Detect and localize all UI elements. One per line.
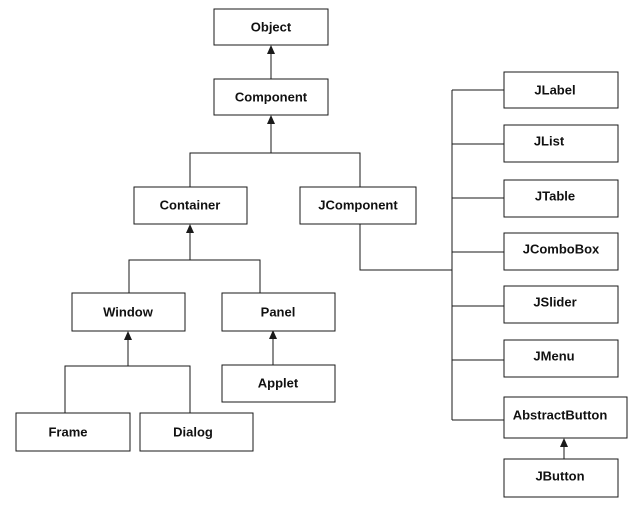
node-jbutton-label: JButton <box>535 469 584 484</box>
node-jcomponent-label: JComponent <box>318 198 398 213</box>
node-jlabel-label: JLabel <box>534 83 575 98</box>
node-panel: Panel <box>221 292 336 332</box>
node-component: Component <box>213 78 329 116</box>
node-jslider: JSlider <box>503 285 619 324</box>
node-frame: Frame <box>15 412 131 452</box>
node-abstractbutton: AbstractButton <box>503 396 628 439</box>
arrow-to-container <box>186 224 194 233</box>
edge-container-component <box>189 152 271 187</box>
node-object-label: Object <box>251 20 292 35</box>
node-abstractbutton-label: AbstractButton <box>513 408 608 423</box>
connectors <box>64 45 568 459</box>
node-jbutton: JButton <box>503 458 619 498</box>
arrow-to-window <box>124 331 132 340</box>
edge-jcomponent-bus <box>359 224 452 271</box>
edge-jcomponent-component <box>271 152 361 187</box>
arrow-to-object <box>267 45 275 54</box>
node-jcombobox-label: JComboBox <box>523 242 600 257</box>
node-window: Window <box>71 292 186 332</box>
node-jmenu-label: JMenu <box>533 349 574 364</box>
edge-frame-window <box>64 365 128 413</box>
node-panel-label: Panel <box>261 305 296 320</box>
node-jmenu: JMenu <box>503 339 619 378</box>
node-component-label: Component <box>235 90 308 105</box>
edge-dialog-window <box>128 365 191 413</box>
node-container: Container <box>133 186 248 225</box>
arrow-to-panel <box>269 330 277 339</box>
node-applet-label: Applet <box>258 376 299 391</box>
node-jtable-label: JTable <box>535 189 575 204</box>
edge-window-container <box>128 259 190 293</box>
node-jlabel: JLabel <box>503 71 619 109</box>
node-jlist-label: JList <box>534 134 565 149</box>
edge-panel-container <box>190 259 261 293</box>
node-jcomponent: JComponent <box>299 186 417 225</box>
node-dialog-label: Dialog <box>173 425 213 440</box>
node-window-label: Window <box>103 305 154 320</box>
arrow-to-component <box>267 115 275 124</box>
node-jslider-label: JSlider <box>533 295 576 310</box>
node-jtable: JTable <box>503 179 619 218</box>
node-object: Object <box>213 8 329 46</box>
node-frame-label: Frame <box>48 425 87 440</box>
node-jcombobox: JComboBox <box>503 232 619 271</box>
arrow-to-abstractbutton <box>560 438 568 447</box>
node-jlist: JList <box>503 124 619 163</box>
node-dialog: Dialog <box>139 412 254 452</box>
node-container-label: Container <box>160 198 221 213</box>
node-applet: Applet <box>221 364 336 403</box>
